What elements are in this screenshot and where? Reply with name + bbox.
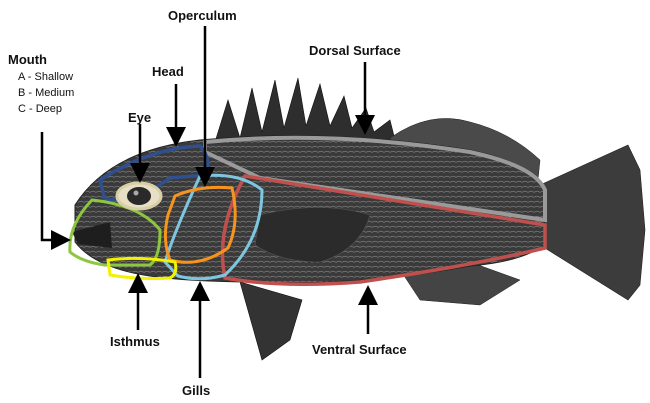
gills-label: Gills <box>182 383 210 398</box>
head-label: Head <box>152 64 184 79</box>
mouth-option-deep: C - Deep <box>18 103 62 115</box>
isthmus-label: Isthmus <box>110 334 160 349</box>
mouth-option-medium: B - Medium <box>18 87 74 99</box>
eye-label: Eye <box>128 110 151 125</box>
mouth-arrow <box>42 132 66 240</box>
dorsal-surface-label: Dorsal Surface <box>309 43 401 58</box>
ventral-surface-label: Ventral Surface <box>312 342 407 357</box>
tail-fin <box>540 145 645 300</box>
mouth-option-shallow: A - Shallow <box>18 71 73 83</box>
eye-pupil <box>127 187 151 205</box>
eye-highlight <box>134 191 139 196</box>
mouth-label: Mouth <box>8 52 47 67</box>
pelvic-fin <box>240 282 302 360</box>
operculum-label: Operculum <box>168 8 237 23</box>
dorsal-fin-spiny <box>215 78 395 142</box>
